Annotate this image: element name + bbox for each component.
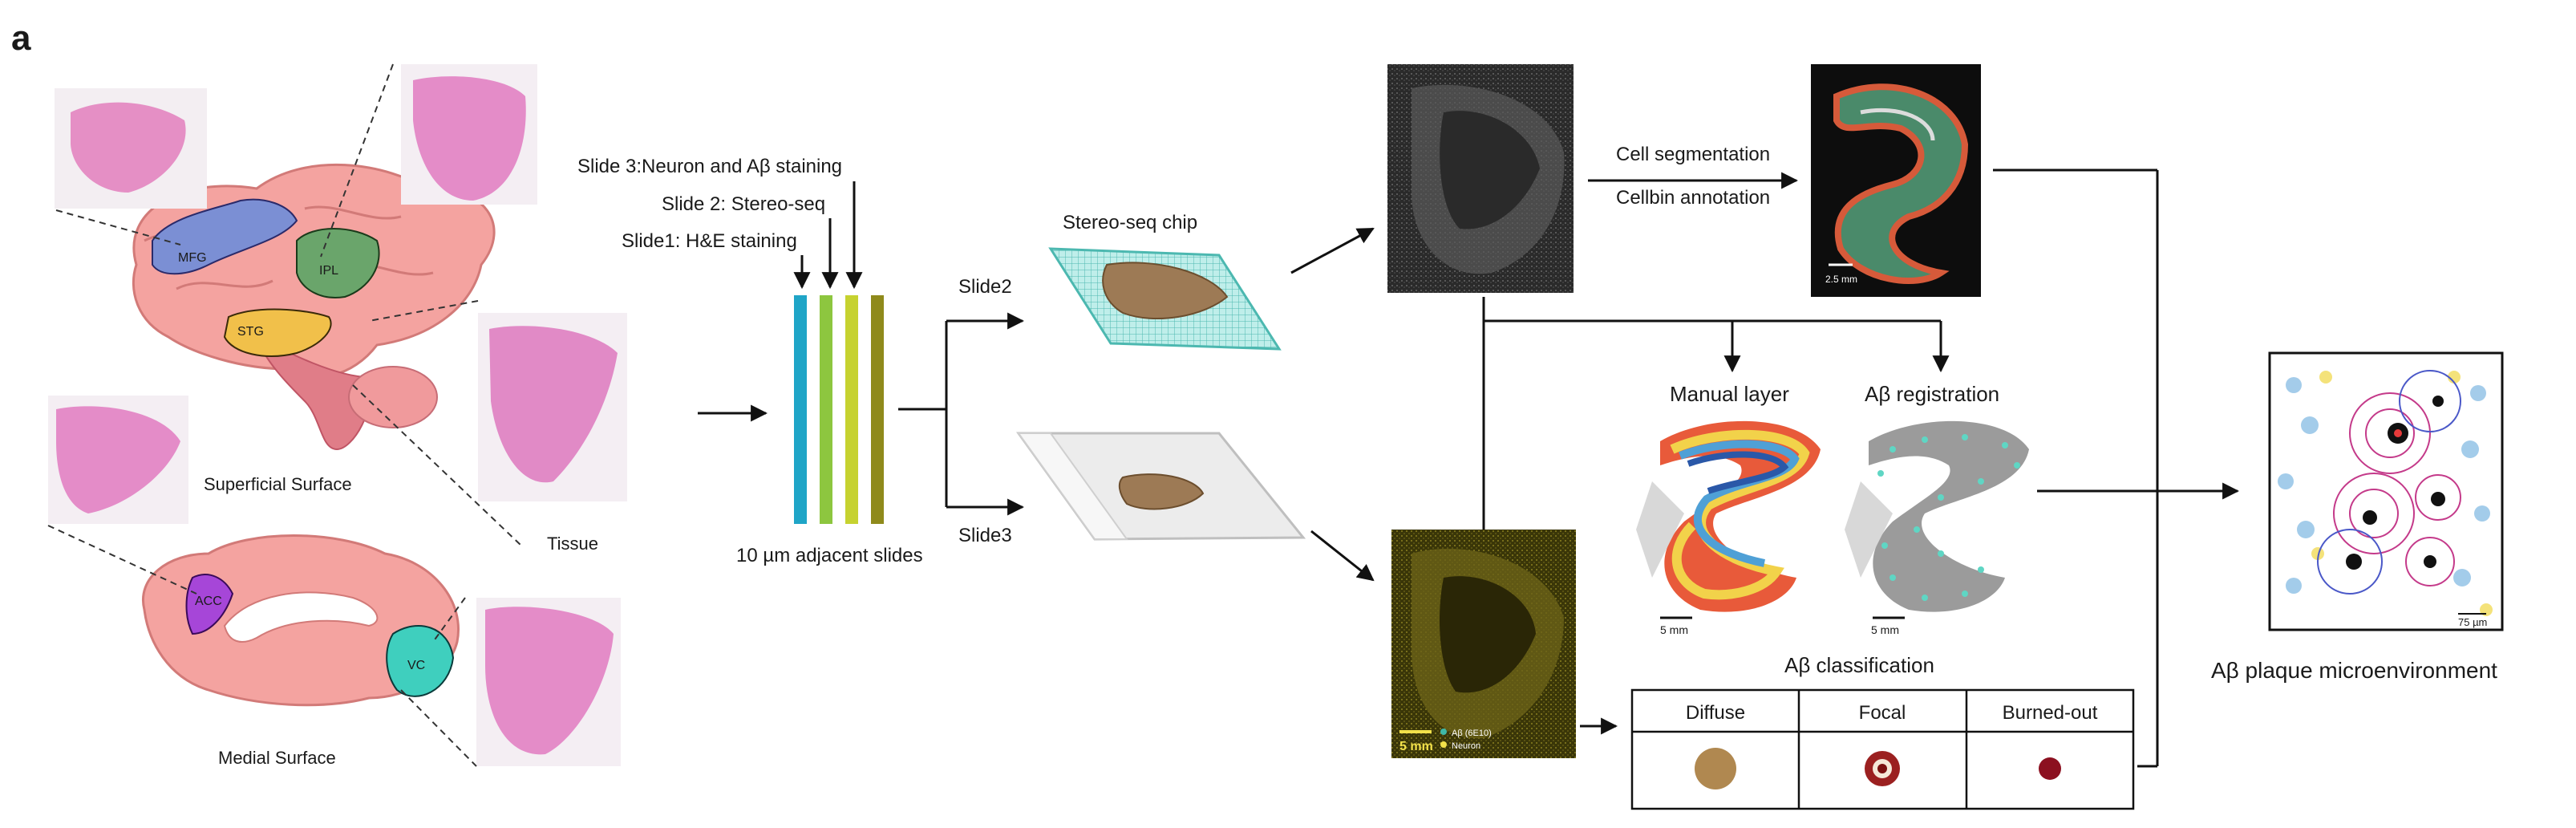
plaque-examples [1695,748,2061,789]
diffuse-plaque [1695,748,1736,789]
stereo-seq-gray-image [1387,64,1574,293]
manual-layer-image [1636,420,1821,619]
region-ipl: IPL [319,264,338,278]
slide-pointer-arrows [793,181,863,290]
manual-layer-label: Manual layer [1670,382,1789,406]
ab-classification-title: Aβ classification [1784,653,1934,677]
fluor-legend-neuron: Neuron [1452,741,1480,751]
adjacent-slides [794,295,884,524]
ab-registration-image [1845,420,2029,619]
microenvironment-image [2268,351,2504,631]
microenvironment-scale: 75 µm [2458,616,2487,628]
medial-brain: ACC VC [142,534,460,707]
class-burnedout-header: Burned-out [2003,702,2098,724]
registration-scale-label: 5 mm [1871,623,1899,636]
slide-strip-2 [820,295,832,524]
burnedout-plaque [2039,757,2061,780]
superficial-brain: MFG IPL STG [132,163,496,451]
fluor-legend-ab: Aβ (6E10) [1452,729,1492,738]
slide3-label: Slide 3:Neuron and Aβ staining [577,156,842,177]
slide1-label: Slide1: H&E staining [622,230,797,252]
right-connectors [1482,168,2240,768]
slide-strip-4 [871,295,884,524]
leader-lines [47,63,522,767]
slide-strip-3 [845,295,858,524]
superficial-surface-label: Superficial Surface [204,474,352,494]
cellbin-annotation-label: Cellbin annotation [1616,187,1770,209]
classification-table [1630,688,2135,810]
stereo-seq-chip [1048,247,1282,351]
ab-registration-label: Aβ registration [1865,382,1999,406]
fluor-scale-label: 5 mm [1399,740,1433,753]
panel-label: a [11,18,31,58]
class-focal-header: Focal [1859,702,1906,724]
glass-slide [1016,432,1306,541]
region-stg: STG [237,325,264,339]
slide2-label: Slide 2: Stereo-seq [662,193,825,215]
cell-segmentation-label: Cell segmentation [1616,144,1770,165]
tissue-label: Tissue [547,534,598,554]
region-acc: ACC [195,595,222,608]
cellbin-annotation-image [1811,64,1981,297]
class-diffuse-header: Diffuse [1686,702,1745,724]
microenvironment-label: Aβ plaque microenvironment [2211,658,2497,683]
slide-strip-1 [794,295,807,524]
branch-top-label: Slide2 [958,276,1012,298]
slides-caption: 10 µm adjacent slides [736,545,923,566]
region-mfg: MFG [178,251,207,265]
branch-connector [898,312,1025,516]
manual-scale-label: 5 mm [1660,623,1688,636]
cellbin-scale-label: 2.5 mm [1825,274,1857,285]
branch-bottom-label: Slide3 [958,525,1012,546]
fluorescence-image [1391,530,1576,758]
arrow-slide-to-fluor [1310,530,1375,582]
medial-surface-label: Medial Surface [218,748,336,768]
chip-label: Stereo-seq chip [1063,212,1197,233]
he-tissue-images [48,64,627,766]
arrow-chip-to-gray [1290,227,1375,274]
region-vc: VC [407,659,425,672]
